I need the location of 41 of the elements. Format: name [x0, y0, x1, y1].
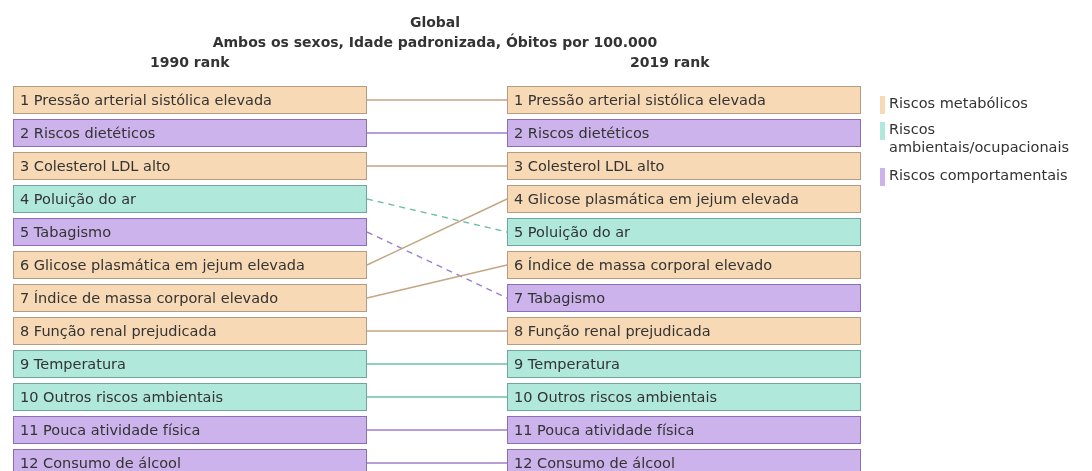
risk-factor-box: 6 Índice de massa corporal elevado — [507, 251, 861, 279]
connector-line — [366, 165, 508, 167]
risk-factor-box: 10 Outros riscos ambientais — [13, 383, 367, 411]
risk-factor-box: 7 Tabagismo — [507, 284, 861, 312]
connector-line — [366, 198, 508, 266]
legend-label: Riscos metabólicos — [889, 94, 1029, 112]
risk-factor-box: 11 Pouca atividade física — [13, 416, 367, 444]
risk-factor-box: 6 Glicose plasmática em jejum elevada — [13, 251, 367, 279]
column-heading: 1990 rank — [150, 54, 230, 70]
risk-factor-box: 3 Colesterol LDL alto — [13, 152, 367, 180]
risk-factor-box: 1 Pressão arterial sistólica elevada — [507, 86, 861, 114]
risk-factor-box: 8 Função renal prejudicada — [507, 317, 861, 345]
risk-factor-box: 8 Função renal prejudicada — [13, 317, 367, 345]
connector-line — [366, 132, 508, 134]
legend-label: Riscos comportamentais — [889, 166, 1069, 184]
risk-factor-box: 12 Consumo de álcool — [507, 449, 861, 471]
connector-line — [366, 396, 508, 398]
column-heading: 2019 rank — [630, 54, 710, 70]
legend-label: Riscos ambientais/ocupacionais — [889, 120, 1071, 156]
risk-factor-box: 9 Temperatura — [507, 350, 861, 378]
connector-line — [366, 429, 508, 431]
risk-factor-box: 3 Colesterol LDL alto — [507, 152, 861, 180]
risk-factor-box: 4 Glicose plasmática em jejum elevada — [507, 185, 861, 213]
risk-factor-box: 5 Tabagismo — [13, 218, 367, 246]
connector-line — [366, 264, 508, 299]
chart-title: Global — [408, 14, 462, 30]
risk-factor-box: 5 Poluição do ar — [507, 218, 861, 246]
risk-factor-box: 7 Índice de massa corporal elevado — [13, 284, 367, 312]
risk-factor-box: 12 Consumo de álcool — [13, 449, 367, 471]
chart-subtitle: Ambos os sexos, Idade padronizada, Óbitos por 100.000 — [211, 34, 659, 50]
risk-factor-box: 2 Riscos dietéticos — [13, 119, 367, 147]
risk-factor-box: 1 Pressão arterial sistólica elevada — [13, 86, 367, 114]
connector-line — [366, 99, 508, 101]
risk-factor-box: 9 Temperatura — [13, 350, 367, 378]
connector-line — [366, 363, 508, 365]
connector-line — [366, 462, 508, 464]
risk-factor-box: 11 Pouca atividade física — [507, 416, 861, 444]
risk-factor-box: 2 Riscos dietéticos — [507, 119, 861, 147]
connector-line — [366, 330, 508, 332]
risk-factor-box: 10 Outros riscos ambientais — [507, 383, 861, 411]
risk-factor-box: 4 Poluição do ar — [13, 185, 367, 213]
